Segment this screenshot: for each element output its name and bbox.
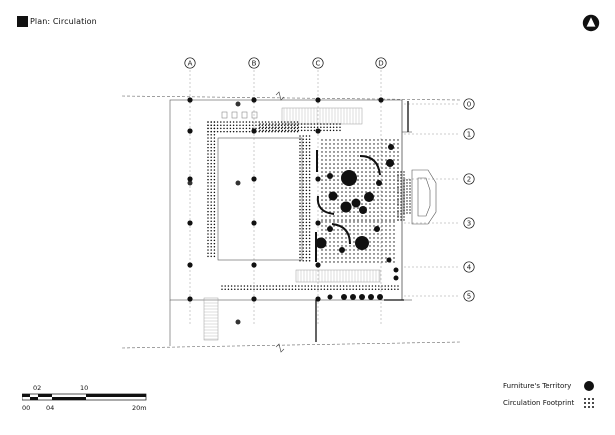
grid-bubble-4: 4 bbox=[463, 261, 475, 273]
north-arrow-icon bbox=[582, 14, 600, 32]
hatch-pattern bbox=[204, 108, 380, 340]
grid-bubble-0: 0 bbox=[463, 98, 475, 110]
grid-bubble-b: B bbox=[248, 57, 260, 69]
grid-bubble-5: 5 bbox=[463, 290, 475, 302]
svg-text:2: 2 bbox=[467, 176, 471, 184]
svg-text:5: 5 bbox=[467, 293, 471, 301]
svg-text:D: D bbox=[378, 60, 383, 68]
entrance-vestibule bbox=[411, 169, 437, 225]
grid-bubble-2: 2 bbox=[463, 173, 475, 185]
site-boundary bbox=[121, 95, 461, 349]
scale-bar: 02 10 00 04 20m bbox=[22, 384, 147, 412]
svg-text:C: C bbox=[316, 60, 321, 68]
grid-bubble-c: C bbox=[312, 57, 324, 69]
legend-furniture-label: Furniture's Territory bbox=[503, 382, 572, 390]
svg-text:A: A bbox=[188, 60, 193, 68]
legend-circulation: Circulation Footprint bbox=[503, 397, 595, 409]
legend-furniture: Furniture's Territory bbox=[503, 380, 595, 392]
grid-bubble-d: D bbox=[375, 57, 387, 69]
svg-text:0: 0 bbox=[467, 101, 471, 109]
break-symbol bbox=[275, 91, 285, 353]
title-block-icon bbox=[17, 15, 28, 27]
scale-label-04: 04 bbox=[46, 404, 54, 412]
grid-bubble-3: 3 bbox=[463, 217, 475, 229]
structural-columns bbox=[187, 97, 384, 302]
hatched-bench-top bbox=[203, 107, 381, 341]
svg-text:3: 3 bbox=[467, 220, 471, 228]
furniture-territory bbox=[315, 144, 399, 300]
svg-text:4: 4 bbox=[467, 264, 472, 272]
title-label: Plan: Circulation bbox=[30, 16, 97, 26]
column-gridlines bbox=[189, 70, 382, 326]
fixture-icons bbox=[187, 101, 241, 325]
scale-label-10: 10 bbox=[80, 384, 88, 392]
circulation-footprint bbox=[207, 121, 411, 290]
grid-bubble-1: 1 bbox=[463, 128, 475, 140]
scale-label-00: 00 bbox=[22, 404, 30, 412]
scale-label-20m: 20m bbox=[132, 404, 147, 412]
svg-text:1: 1 bbox=[467, 131, 471, 139]
svg-text:B: B bbox=[252, 60, 257, 68]
building-outline bbox=[169, 99, 412, 346]
scale-label-02: 02 bbox=[33, 384, 41, 392]
grid-bubble-a: A bbox=[184, 57, 196, 69]
drawing-title: Plan: Circulation bbox=[17, 14, 97, 28]
solid-dot-icon bbox=[584, 381, 594, 391]
dotted-square-icon bbox=[584, 398, 594, 408]
legend-circulation-label: Circulation Footprint bbox=[503, 399, 575, 407]
small-squares bbox=[221, 111, 258, 119]
grid-bubbles: A B C D 0 1 2 3 4 5 bbox=[184, 57, 475, 302]
curved-seating bbox=[315, 150, 381, 262]
row-gridlines bbox=[404, 103, 460, 297]
thick-wall bbox=[315, 101, 409, 342]
